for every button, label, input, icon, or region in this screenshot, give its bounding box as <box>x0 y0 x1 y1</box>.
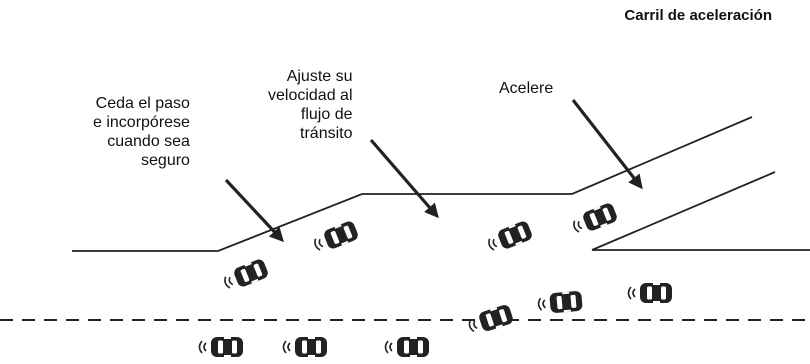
car-icon <box>569 200 620 238</box>
car-icon <box>310 218 361 256</box>
arrow-icon <box>571 99 643 190</box>
arrow-icon <box>369 138 439 219</box>
car-icon <box>198 336 244 358</box>
diagram-title: Carril de aceleración <box>624 7 772 24</box>
car-icon <box>384 336 430 358</box>
label-yield: Ceda el paso e incorpórese cuando sea se… <box>93 95 190 169</box>
label-adjust-speed: Ajuste su velocidad al flujo de tránsito <box>268 68 353 142</box>
lane-gore-edge <box>591 171 776 251</box>
car-icon <box>484 218 535 256</box>
car-icon <box>536 289 584 316</box>
car-icon <box>282 336 328 358</box>
entrance-ramp-edge <box>72 116 753 252</box>
label-accelerate: Acelere <box>499 80 554 97</box>
car-icon <box>627 282 673 304</box>
arrow-icon <box>224 178 284 243</box>
car-icon <box>220 256 271 294</box>
